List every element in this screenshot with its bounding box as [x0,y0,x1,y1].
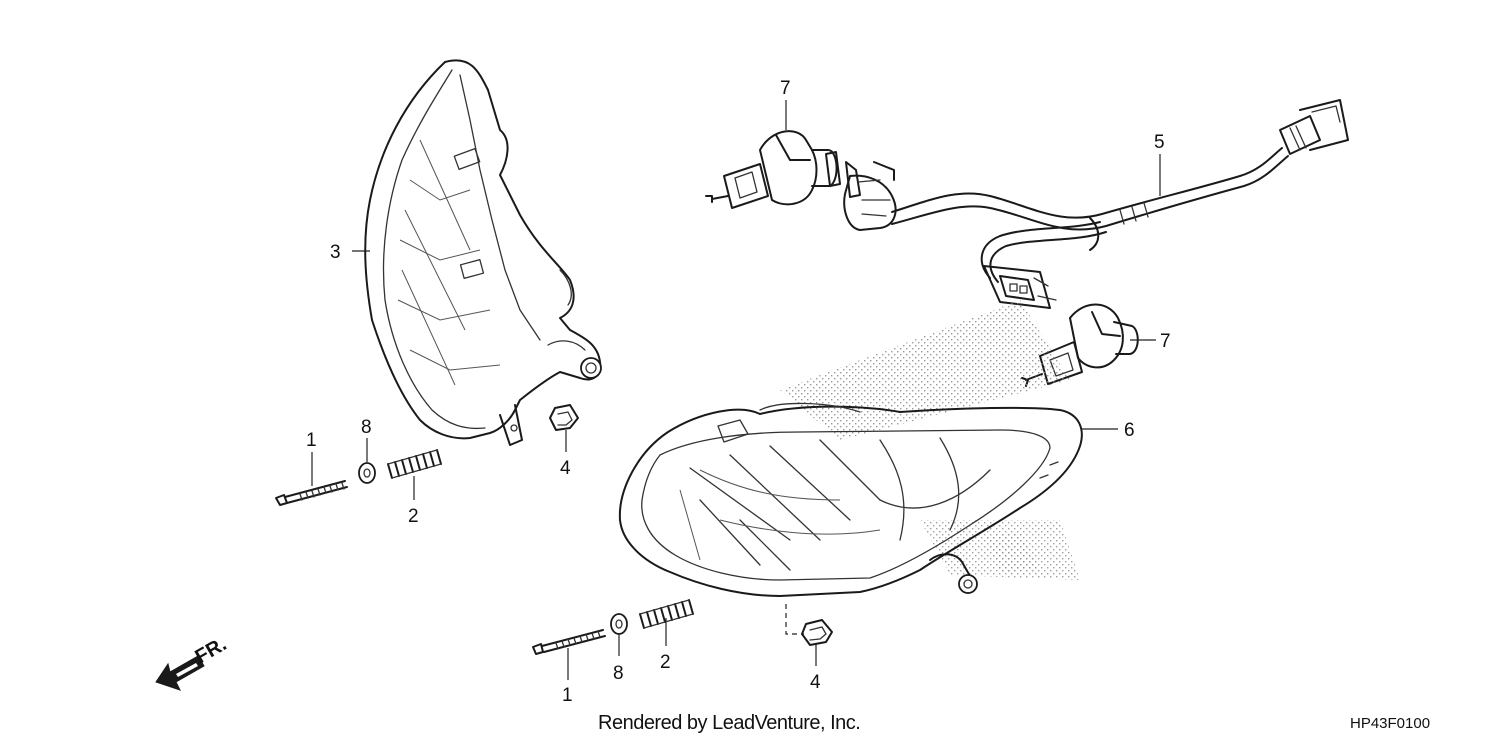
callout-3: 3 [330,242,341,263]
washer-left-part-8[interactable] [358,462,376,484]
bulb-upper-part-7[interactable] [705,130,841,209]
front-direction-indicator: FR. [155,633,230,691]
callout-7-lower: 7 [1160,331,1171,352]
spring-left-part-2[interactable] [387,449,442,479]
diagram-reference-code: HP43F0100 [1350,715,1431,732]
callout-4-left: 4 [560,458,571,479]
callout-2-left: 2 [408,506,419,527]
callout-6: 6 [1124,420,1135,441]
spring-right-part-2[interactable] [639,599,694,629]
callout-1-right: 1 [562,685,573,706]
left-headlight-part-3[interactable] [364,59,602,446]
leader-lines [311,100,1161,680]
callout-4-right: 4 [810,672,821,693]
wire-harness-part-5[interactable] [891,99,1349,309]
right-headlight-part-6[interactable] [618,402,1083,597]
washer-right-part-8[interactable] [610,613,628,635]
screw-right-part-1[interactable] [532,629,606,655]
callout-8-left: 8 [361,417,372,438]
callout-numbers: 3 7 5 7 6 1 8 2 4 1 8 2 4 [306,78,1171,706]
render-credit: Rendered by LeadVenture, Inc. [598,712,861,734]
nut-alignment-dashed-line [785,604,804,635]
projection-hatch [780,300,1080,580]
callout-5: 5 [1154,132,1165,153]
arrow-left-down-icon [155,655,205,691]
callout-8-right: 8 [613,663,624,684]
callout-1-left: 1 [306,430,317,451]
nut-left-part-4[interactable] [549,404,579,431]
nut-right-part-4[interactable] [801,619,833,646]
screw-left-part-1[interactable] [275,480,348,506]
callout-2-right: 2 [660,652,671,673]
bulb-socket-part [843,161,897,231]
callout-7-upper: 7 [780,78,791,99]
